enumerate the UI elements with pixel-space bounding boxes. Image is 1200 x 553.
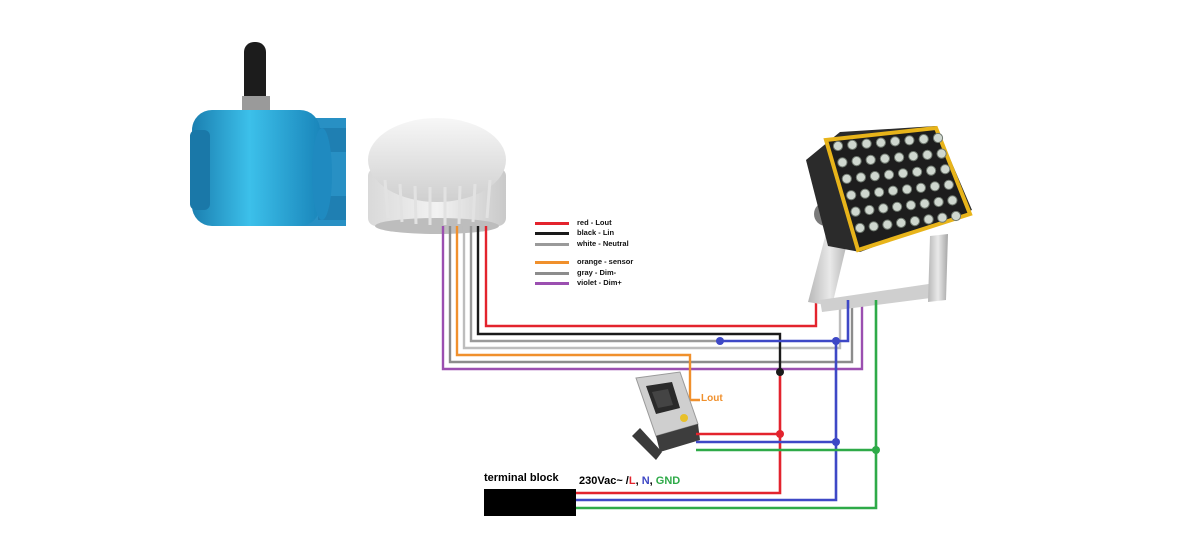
sensor-wire-bundle xyxy=(441,226,864,402)
power-module xyxy=(632,371,700,460)
led-dot xyxy=(901,184,913,195)
led-dot xyxy=(855,172,867,183)
antenna-icon xyxy=(244,42,266,112)
supply-ground: GND xyxy=(655,475,681,487)
supply-separator: , xyxy=(649,475,656,487)
led-array xyxy=(832,132,962,234)
legend-text: gray - Dim- xyxy=(577,267,617,277)
led-dot xyxy=(869,171,881,182)
light-sensor-dome xyxy=(368,118,506,234)
legend-entry: violet - Dim+ xyxy=(535,278,685,288)
led-dot xyxy=(915,182,927,193)
legend-swatch xyxy=(535,232,569,236)
led-dot xyxy=(919,198,930,209)
led-dot xyxy=(922,149,933,160)
led-dot xyxy=(908,151,919,162)
led-dot xyxy=(936,148,947,159)
junction-dots xyxy=(716,337,880,454)
supply-line: L xyxy=(628,475,636,487)
legend-entry: orange - sensor xyxy=(535,257,685,267)
led-dot xyxy=(878,203,889,214)
supply-label: 230Vac~ /L, N, GND xyxy=(579,475,680,487)
lout-label: Lout xyxy=(701,393,723,404)
led-dot xyxy=(860,188,871,199)
led-dot xyxy=(912,166,923,177)
led-dot xyxy=(897,168,909,179)
led-dot xyxy=(923,214,934,225)
led-dot xyxy=(874,187,885,198)
legend-entry: white - Neutral xyxy=(535,239,685,249)
legend-swatch xyxy=(535,261,569,265)
led-dot xyxy=(932,132,944,144)
wire-color-legend: red - Lout black - Lin white - Neutral o… xyxy=(535,218,685,288)
legend-text: orange - sensor xyxy=(577,257,634,267)
led-dot xyxy=(890,136,901,147)
led-dot xyxy=(864,204,875,216)
mains-wiring xyxy=(576,300,878,510)
legend-text: black - Lin xyxy=(577,228,615,238)
led-dot xyxy=(854,222,866,234)
led-dot xyxy=(896,217,907,228)
led-dot xyxy=(892,201,903,212)
supply-separator: , xyxy=(635,475,642,487)
led-dot xyxy=(937,212,948,223)
legend-text: red - Lout xyxy=(577,218,612,227)
led-dot xyxy=(837,157,848,168)
led-dot xyxy=(905,200,917,211)
led-dot xyxy=(832,140,844,152)
supply-prefix: 230Vac~ / xyxy=(579,475,629,487)
terminal-block xyxy=(484,489,576,516)
supply-neutral: N xyxy=(641,475,650,487)
legend-swatch xyxy=(535,271,569,275)
led-dot xyxy=(926,165,937,176)
legend-text: white - Neutral xyxy=(577,238,629,248)
led-dot xyxy=(887,185,899,196)
legend-text: violet - Dim+ xyxy=(577,277,622,287)
legend-swatch xyxy=(535,222,569,225)
led-floodlight xyxy=(806,125,973,312)
led-dot xyxy=(851,156,862,167)
legend-entry: gray - Dim- xyxy=(535,268,685,278)
wireless-controller-enclosure xyxy=(190,42,346,226)
legend-entry: red - Lout xyxy=(535,218,685,228)
led-dot xyxy=(933,196,944,208)
led-dot xyxy=(875,137,887,148)
led-dot xyxy=(909,216,921,227)
legend-entry: black - Lin xyxy=(535,228,685,238)
led-dot xyxy=(865,154,876,165)
led-dot xyxy=(950,210,962,222)
led-dot xyxy=(879,153,891,164)
led-dot xyxy=(846,190,857,201)
terminal-block-label: terminal block xyxy=(484,472,559,484)
led-dot xyxy=(918,134,929,145)
led-dot xyxy=(883,169,895,180)
led-dot xyxy=(929,181,941,192)
led-dot xyxy=(850,206,861,217)
led-dot xyxy=(841,173,852,184)
led-dot xyxy=(868,221,879,232)
led-dot xyxy=(847,139,858,150)
led-dot xyxy=(904,135,915,146)
led-dot xyxy=(943,179,954,190)
legend-swatch xyxy=(535,242,569,246)
led-dot xyxy=(940,164,951,175)
led-dot xyxy=(947,195,958,206)
led-dot xyxy=(861,138,872,149)
legend-swatch xyxy=(535,281,569,285)
led-dot xyxy=(882,219,893,230)
led-dot xyxy=(894,152,905,163)
